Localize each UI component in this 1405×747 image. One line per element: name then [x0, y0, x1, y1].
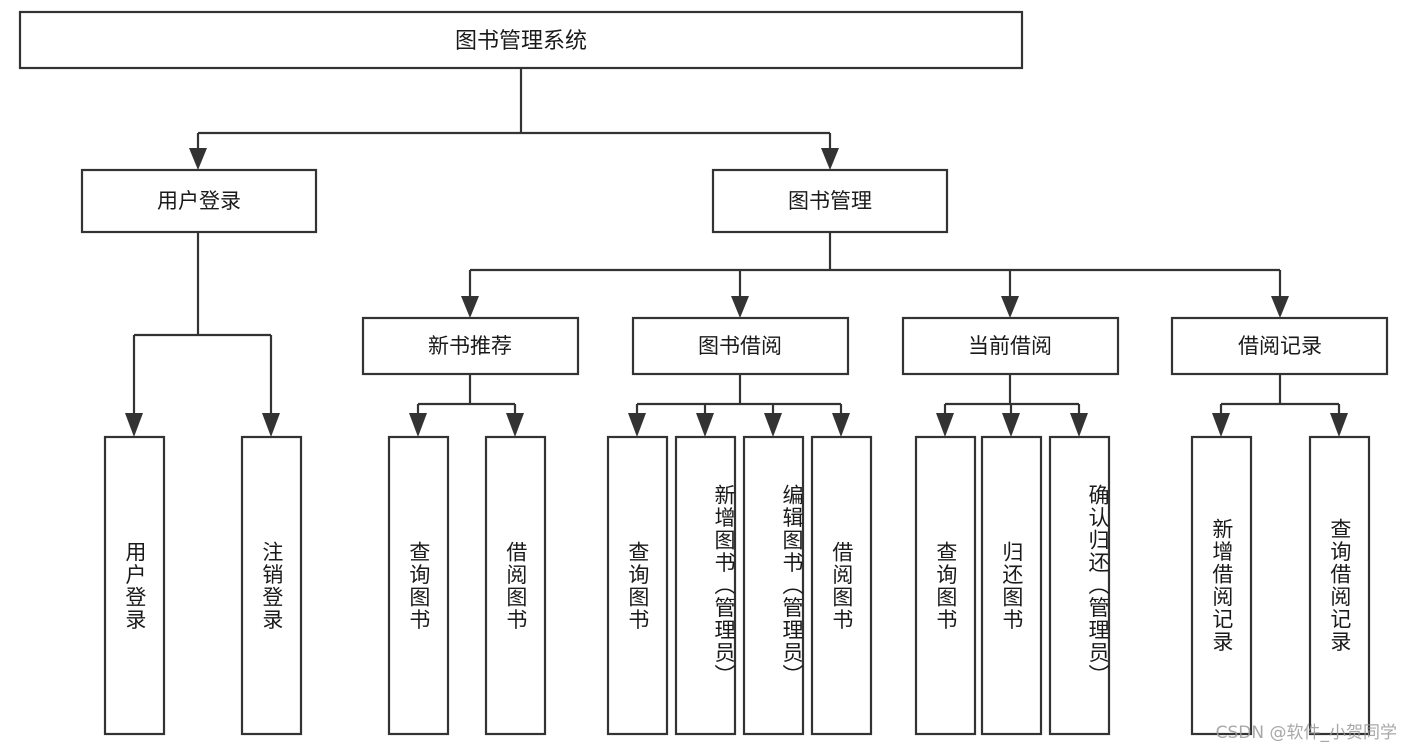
leaf-box-confirm-return[interactable] — [1048, 435, 1111, 736]
leaf-box-borrow-book-1[interactable] — [484, 435, 547, 736]
leaf-box-query-book-3[interactable] — [914, 435, 977, 736]
arrow-to-leaf-query-book-1 — [409, 413, 427, 437]
node-user-login-box[interactable] — [80, 168, 318, 234]
node-new-book-recommend-label: 新书推荐 — [428, 334, 512, 358]
arrow-to-leaf-add-record — [1212, 413, 1230, 437]
leaf-box-query-book-2[interactable] — [606, 435, 669, 736]
leaf-box-return-book[interactable] — [980, 435, 1043, 736]
node-borrow-record-label: 借阅记录 — [1238, 334, 1322, 358]
node-root-box[interactable] — [18, 10, 1024, 70]
node-current-borrow[interactable]: 当前借阅 — [901, 316, 1120, 376]
connector-layer — [125, 68, 1348, 437]
node-user-login[interactable]: 用户登录 — [80, 168, 318, 234]
arrow-to-leaf-borrow-book-1 — [506, 413, 524, 437]
leaf-box-logout[interactable] — [240, 435, 303, 736]
arrow-to-book-management — [821, 148, 839, 170]
node-book-borrow[interactable]: 图书借阅 — [631, 316, 850, 376]
node-current-borrow-box[interactable] — [901, 316, 1120, 376]
node-borrow-record-box[interactable] — [1170, 316, 1389, 376]
arrow-to-leaf-query-record — [1330, 413, 1348, 437]
arrow-to-leaf-return-book — [1002, 413, 1020, 437]
arrow-to-leaf-edit-book — [764, 413, 782, 437]
leaf-box-user-login[interactable] — [103, 435, 166, 736]
leaf-box-query-book-1[interactable] — [387, 435, 450, 736]
arrow-to-leaf-borrow-book-2 — [832, 413, 850, 437]
leaf-box-add-book[interactable] — [674, 435, 737, 736]
node-book-management[interactable]: 图书管理 — [711, 168, 949, 234]
arrow-to-leaf-add-book — [696, 413, 714, 437]
arrow-to-leaf-query-book-3 — [936, 413, 954, 437]
node-root[interactable]: 图书管理系统 — [18, 10, 1024, 70]
node-book-borrow-label: 图书借阅 — [698, 334, 782, 358]
node-new-book-recommend[interactable]: 新书推荐 — [361, 316, 580, 376]
leaf-box-query-record[interactable] — [1308, 435, 1371, 736]
node-new-book-recommend-box[interactable] — [361, 316, 580, 376]
node-book-borrow-box[interactable] — [631, 316, 850, 376]
node-borrow-record[interactable]: 借阅记录 — [1170, 316, 1389, 376]
node-current-borrow-label: 当前借阅 — [968, 334, 1052, 358]
leaf-box-add-record[interactable] — [1190, 435, 1253, 736]
node-root-label: 图书管理系统 — [455, 29, 587, 54]
arrow-to-new-book-recommend — [461, 296, 479, 318]
arrow-to-borrow-record — [1271, 296, 1289, 318]
arrow-to-leaf-confirm-return — [1070, 413, 1088, 437]
arrow-to-user-login — [189, 148, 207, 170]
arrow-to-current-borrow — [1001, 296, 1019, 318]
arrow-to-leaf-logout — [262, 413, 280, 437]
node-book-management-label: 图书管理 — [788, 189, 872, 213]
leaf-box-borrow-book-2[interactable] — [810, 435, 873, 736]
node-layer: 图书管理系统 用户登录 图书管理 新书推荐 图书借阅 当前 — [18, 10, 1389, 736]
leaf-box-edit-book[interactable] — [742, 435, 805, 736]
watermark: CSDN @软件_小贺同学 — [1215, 723, 1397, 743]
arrow-to-leaf-user-login — [125, 413, 143, 437]
node-book-management-box[interactable] — [711, 168, 949, 234]
node-user-login-label: 用户登录 — [157, 189, 241, 213]
arrow-to-leaf-query-book-2 — [628, 413, 646, 437]
arrow-to-book-borrow — [731, 296, 749, 318]
